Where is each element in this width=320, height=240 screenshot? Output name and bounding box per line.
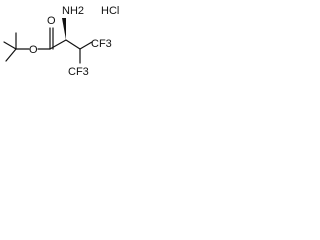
bond-beta-to-cf3-upper bbox=[79, 41, 93, 50]
carbonyl-group bbox=[49, 27, 54, 50]
wedge-bond-amino bbox=[62, 18, 66, 40]
cf3-upper-label: CF3 bbox=[91, 38, 112, 50]
chemical-structure: HCl O O NH2 CF3 CF3 bbox=[3, 5, 119, 78]
cf3-lower-label: CF3 bbox=[68, 66, 89, 78]
bond-tbu-methyl-bottom bbox=[5, 48, 17, 62]
bond-alpha-to-beta bbox=[65, 39, 81, 50]
bond-carbonyl-to-alpha bbox=[49, 39, 67, 50]
ester-oxygen-label: O bbox=[29, 44, 38, 56]
tert-butyl-group bbox=[3, 32, 30, 62]
bond-tbu-methyl-left bbox=[3, 41, 17, 50]
hydrochloride-label: HCl bbox=[101, 5, 119, 17]
carbonyl-oxygen-label: O bbox=[47, 15, 56, 27]
amino-group-label: NH2 bbox=[62, 5, 84, 17]
